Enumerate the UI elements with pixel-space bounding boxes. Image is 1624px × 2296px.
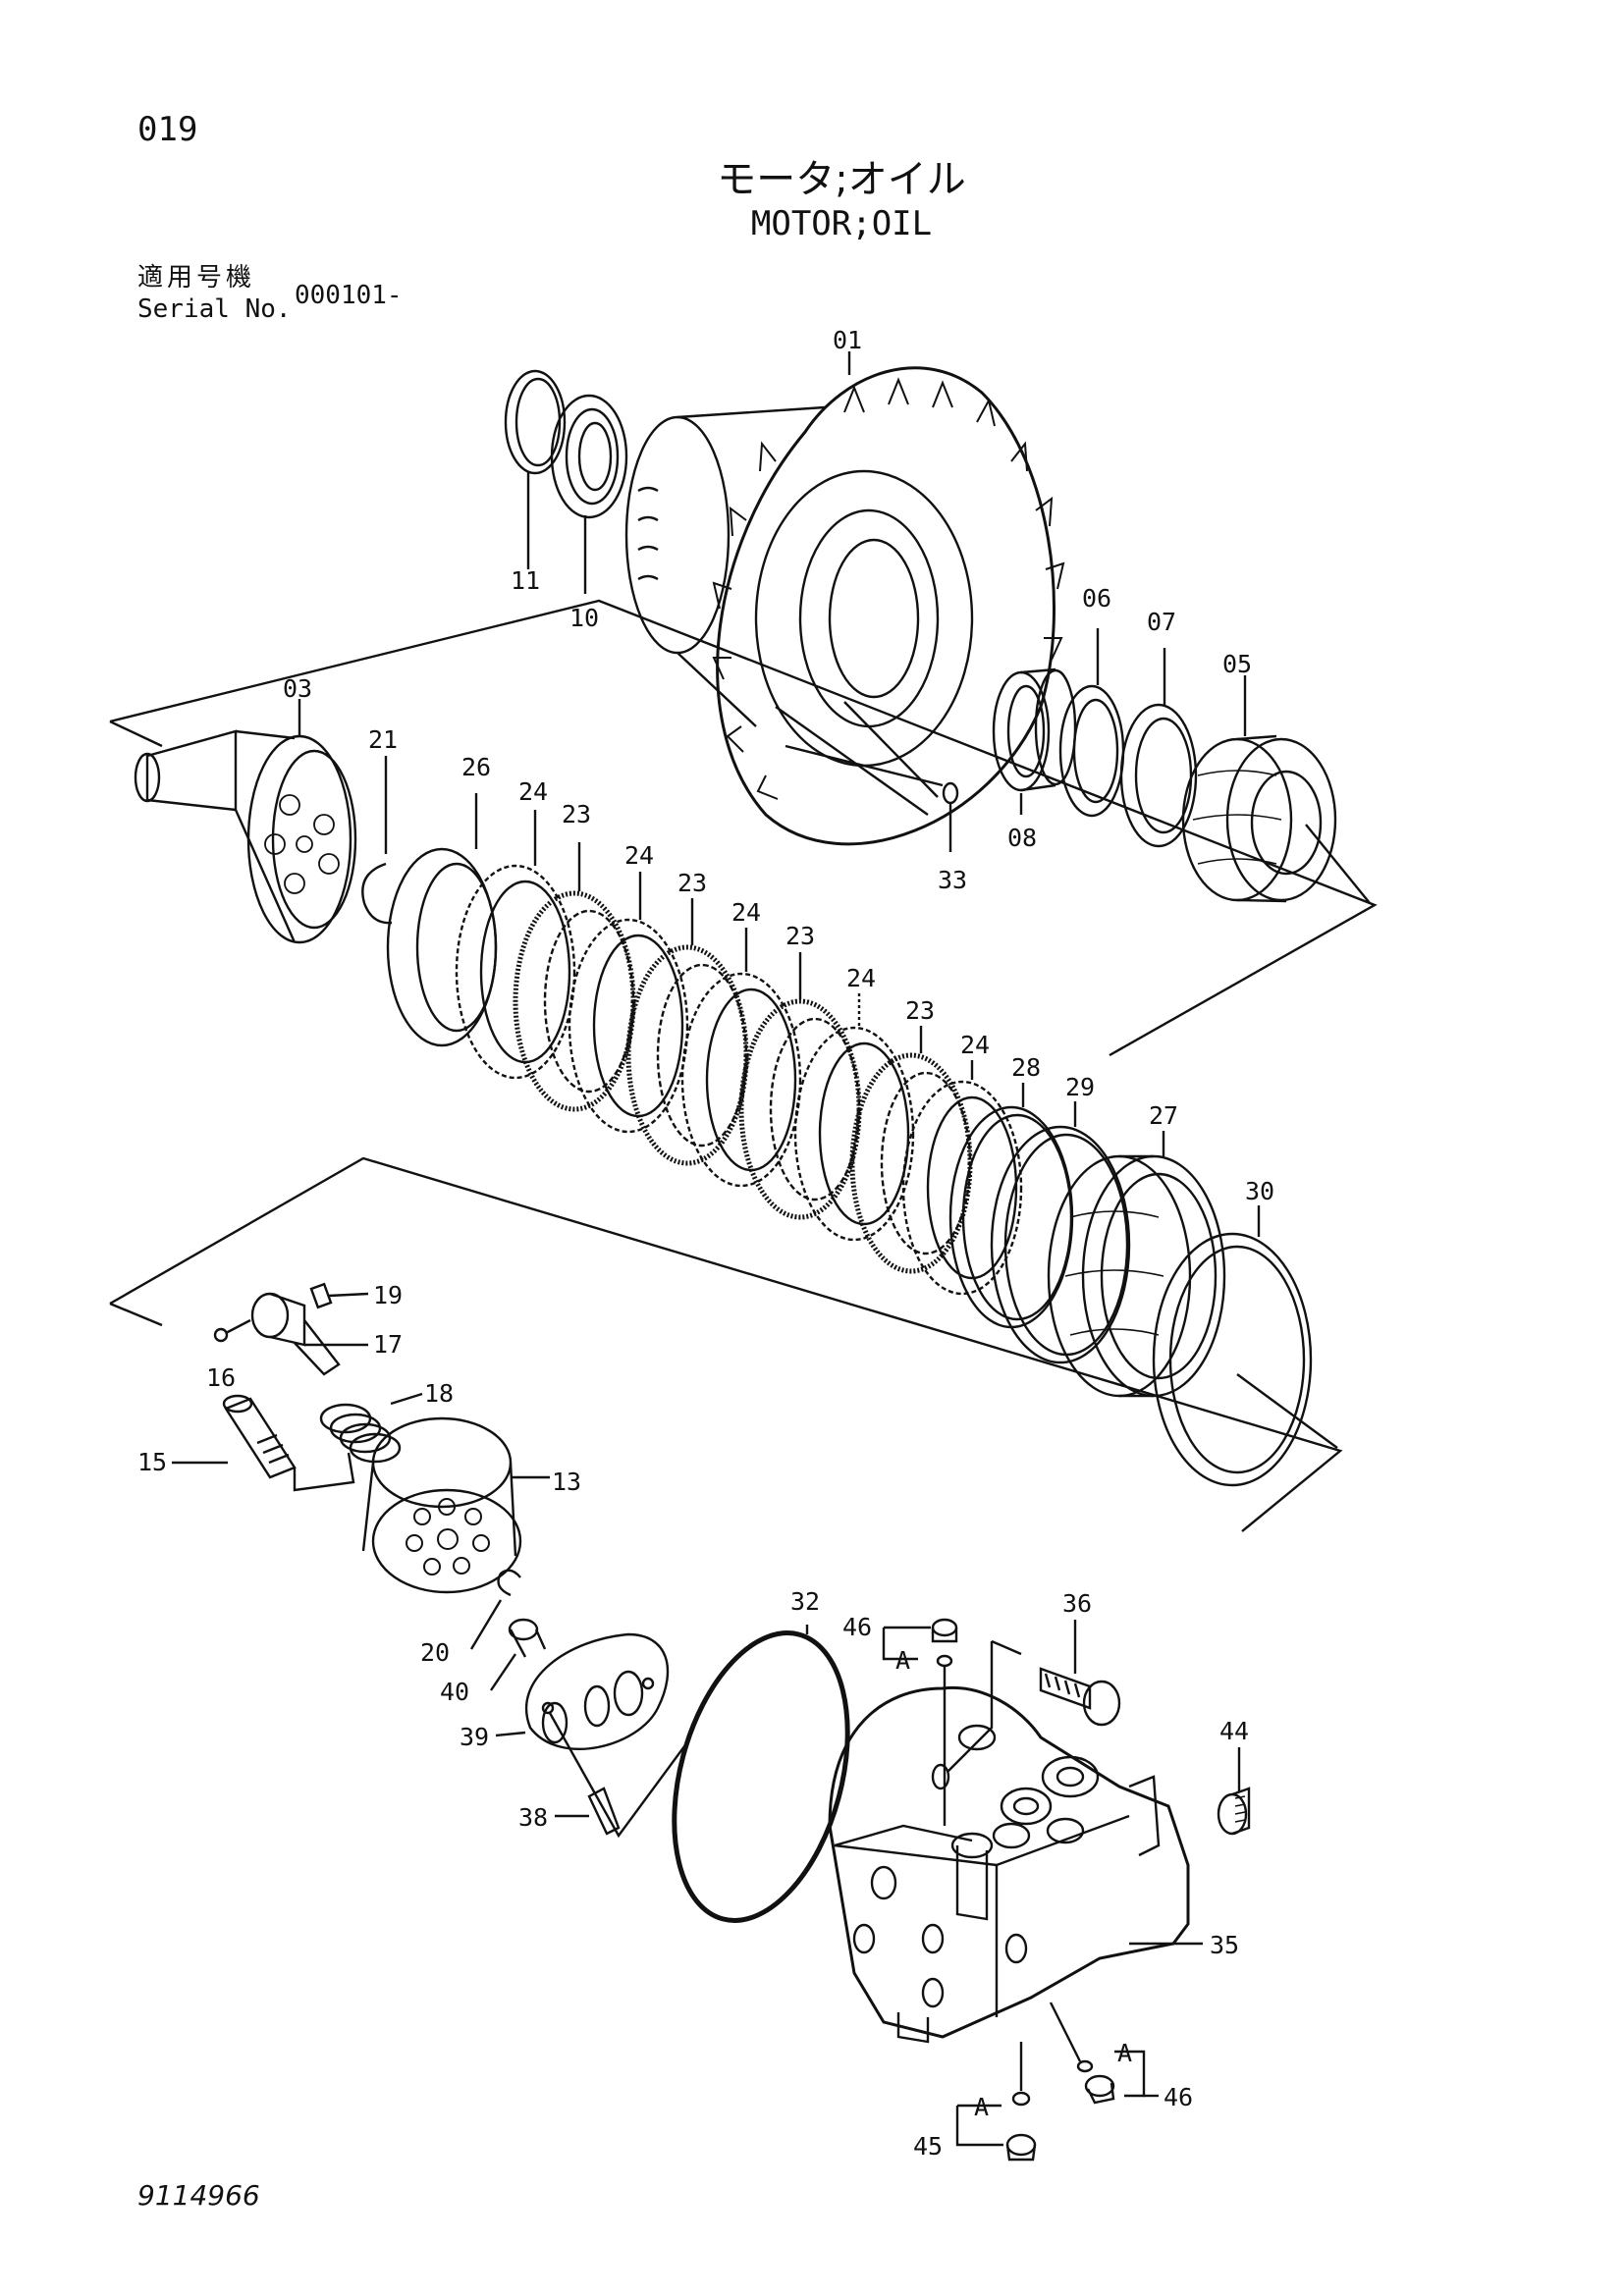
detail-mark-a3: A [974,2093,989,2121]
callout-44: 44 [1219,1717,1249,1745]
callout-23d: 23 [905,996,935,1025]
part-07-ring [1119,648,1198,848]
part-16-ball [213,1318,251,1343]
part-45-plug [955,2042,1037,2162]
part-23-disc-b [625,898,749,1166]
part-36-bolt [1039,1620,1121,1727]
part-35-motor-casing [828,1685,1203,2044]
serial-label-japanese: 適用号機 [137,263,256,293]
callout-24e: 24 [960,1031,990,1059]
callout-29: 29 [1065,1073,1095,1101]
callout-23b: 23 [677,869,707,897]
part-40-bush [490,1618,547,1691]
callout-36: 36 [1062,1589,1092,1618]
detail-mark-a1: A [895,1646,910,1675]
part-27-piston [1047,1131,1226,1398]
part-01-motor-housing [624,351,1065,846]
callout-11: 11 [511,566,540,595]
part-15-piston [172,1394,297,1479]
part-18-spring [319,1392,423,1464]
callout-16: 16 [206,1363,236,1392]
callout-46b: 46 [1164,2083,1193,2111]
serial-value: 000101- [295,281,403,310]
part-38-pin [555,1787,621,1836]
part-06-ring [1058,628,1125,818]
part-23-disc-d [849,1026,973,1274]
part-46-plug-lower [1049,2002,1159,2105]
callout-06: 06 [1082,584,1111,613]
callout-03: 03 [283,674,312,703]
callout-05: 05 [1222,650,1252,678]
callout-15: 15 [137,1448,167,1476]
title-japanese: モータ;オイル [717,157,966,202]
part-11-snap-ring [504,369,567,569]
part-05-bearing [1181,675,1371,904]
callout-27: 27 [1149,1101,1178,1130]
callout-33: 33 [938,866,967,894]
part-30-ring [1152,1205,1338,1487]
part-24-plate-a [455,810,576,1080]
callout-17: 17 [373,1330,403,1359]
callout-07: 07 [1147,608,1176,636]
part-10-oil-seal [550,394,628,594]
callout-38: 38 [518,1803,548,1832]
lower-group-outline-lead [109,1302,163,1327]
callout-labels: 01 03 05 06 07 08 10 11 13 15 16 17 18 1… [137,326,1274,2161]
part-24-plate-c [680,928,802,1188]
callout-24d: 24 [846,964,876,992]
callout-10: 10 [569,604,599,632]
part-21-snap-ring [361,756,393,925]
part-23-disc-c [738,952,862,1220]
part-46-plug-upper [882,1618,1022,1826]
callout-01: 01 [833,326,862,354]
callout-30: 30 [1245,1177,1274,1205]
part-44-plug [1217,1747,1251,1836]
lower-group-outline [109,1156,1343,1532]
callout-24a: 24 [518,777,548,806]
detail-mark-a2: A [1117,2039,1132,2067]
title-english: MOTOR;OIL [750,204,933,243]
part-08-seal [992,667,1077,815]
part-23-disc-a [513,842,636,1112]
callout-20: 20 [420,1638,450,1667]
callout-23a: 23 [562,800,591,828]
callout-24b: 24 [624,841,654,870]
callout-19: 19 [373,1281,403,1309]
callout-46a: 46 [842,1613,872,1641]
part-13-cylinder-block [293,1416,550,1594]
callout-08: 08 [1007,824,1037,852]
part-17-valve [250,1292,368,1376]
callout-40: 40 [440,1678,469,1706]
part-03-shaft-carrier [134,699,357,944]
callout-18: 18 [424,1379,454,1408]
callout-32: 32 [790,1587,820,1616]
upper-group-outline [109,599,1378,1057]
callout-13: 13 [552,1468,581,1496]
callout-24c: 24 [731,898,761,927]
part-33-o-ring [942,781,959,852]
callout-23c: 23 [785,922,815,950]
page-number: 019 [137,110,198,149]
callout-45: 45 [913,2132,943,2161]
callout-28: 28 [1011,1053,1041,1082]
callout-26: 26 [461,753,491,781]
document-number: 9114966 [137,2179,260,2212]
upper-group-outline-lead [109,720,163,748]
part-24-plate-e [901,1060,1023,1296]
part-39-valve-plate [495,1632,688,1839]
serial-label-english: Serial No. [137,294,292,324]
part-26-plate [386,793,498,1047]
callout-35: 35 [1210,1931,1239,1959]
part-20-ring [469,1569,521,1650]
part-19-pin [309,1282,369,1309]
callout-39: 39 [460,1723,489,1751]
callout-21: 21 [368,725,398,754]
part-32-o-ring [672,1625,850,1923]
